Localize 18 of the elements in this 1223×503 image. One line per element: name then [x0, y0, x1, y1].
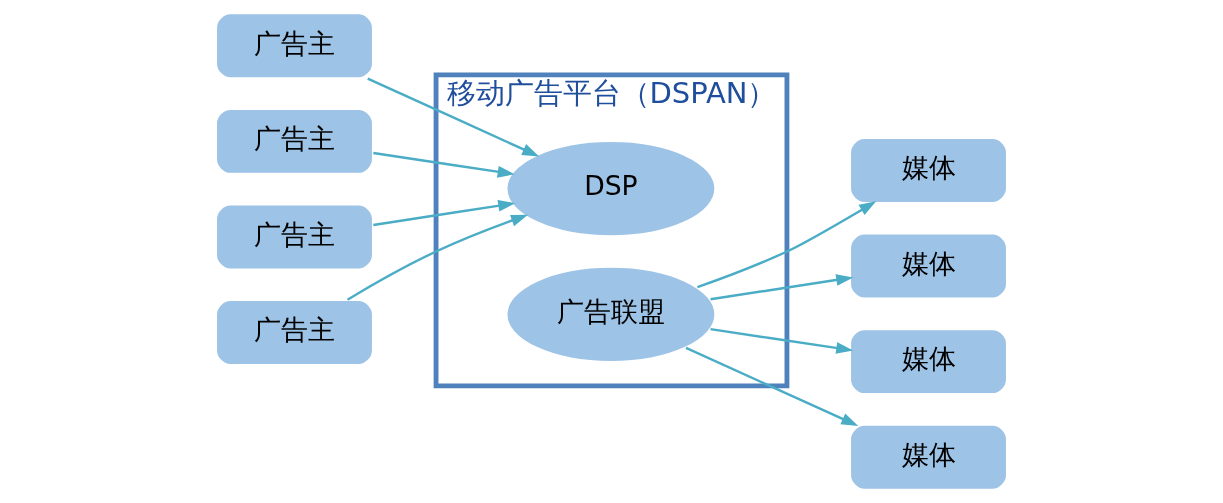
arrow: [367, 77, 540, 157]
arrow: [710, 327, 854, 354]
arrow: [346, 214, 529, 301]
node-ellipse: DSP: [505, 139, 717, 238]
node-box: 媒体: [848, 327, 1009, 396]
node-box: 媒体: [848, 232, 1009, 300]
arrow: [373, 199, 516, 227]
node-box: 媒体: [848, 423, 1009, 492]
node-box: 广告主: [214, 203, 375, 271]
node-box: 广告主: [214, 11, 375, 80]
arrow: [685, 346, 859, 426]
arrow: [373, 151, 515, 178]
arrow: [710, 274, 854, 301]
node-box: 媒体: [848, 136, 1009, 205]
node-box: 广告主: [214, 298, 375, 367]
node-box: 广告主: [214, 107, 375, 176]
node-ellipse: 广告联盟: [505, 265, 717, 364]
arrow: [696, 201, 877, 289]
